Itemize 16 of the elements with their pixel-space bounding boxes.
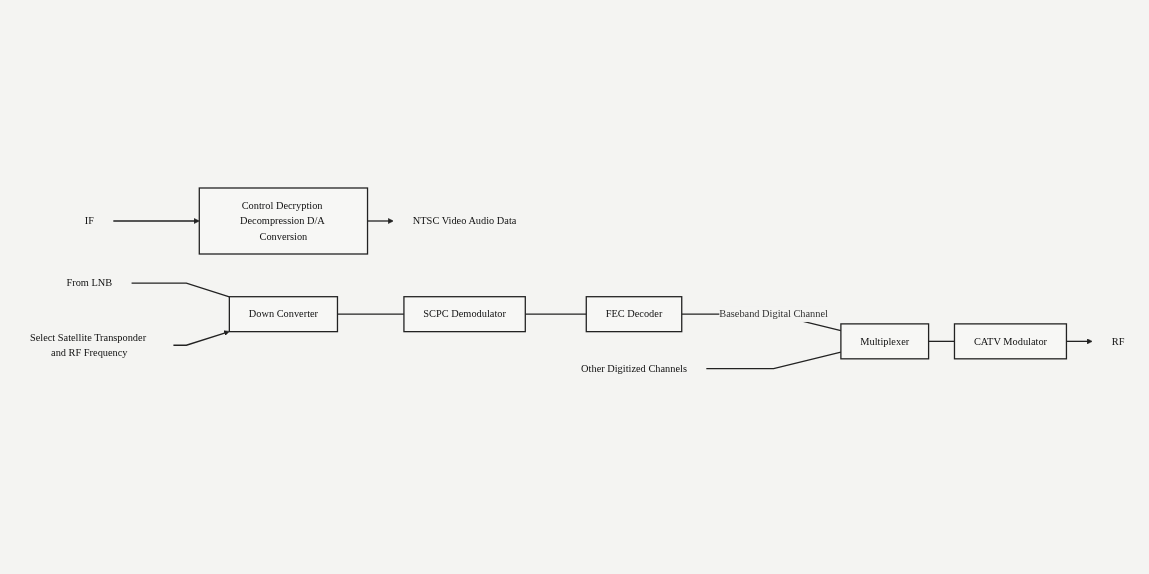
arrow [172, 330, 230, 346]
node-text: Select Satellite Transponder and RF Frequency [29, 331, 147, 359]
node-text: From LNB [66, 277, 113, 289]
node-text: IF [84, 215, 94, 227]
node-box: SCPC Demodulator [403, 296, 526, 333]
node-box: Multiplexer [840, 323, 930, 360]
node-text: Other Digitized Channels [581, 362, 687, 374]
node-box: Control Decryption Decompression D/A Conversion [198, 187, 369, 255]
edge-label: Baseband Digital Channel [719, 308, 828, 320]
arrow [112, 218, 200, 224]
node-text: NTSC Video Audio Data [412, 215, 517, 227]
connector [130, 282, 230, 298]
node-box: CATV Modulator [953, 323, 1068, 360]
node-text: RF [1111, 335, 1125, 347]
node-box: FEC Decoder [585, 296, 683, 333]
node-box: Down Converter [228, 296, 339, 333]
